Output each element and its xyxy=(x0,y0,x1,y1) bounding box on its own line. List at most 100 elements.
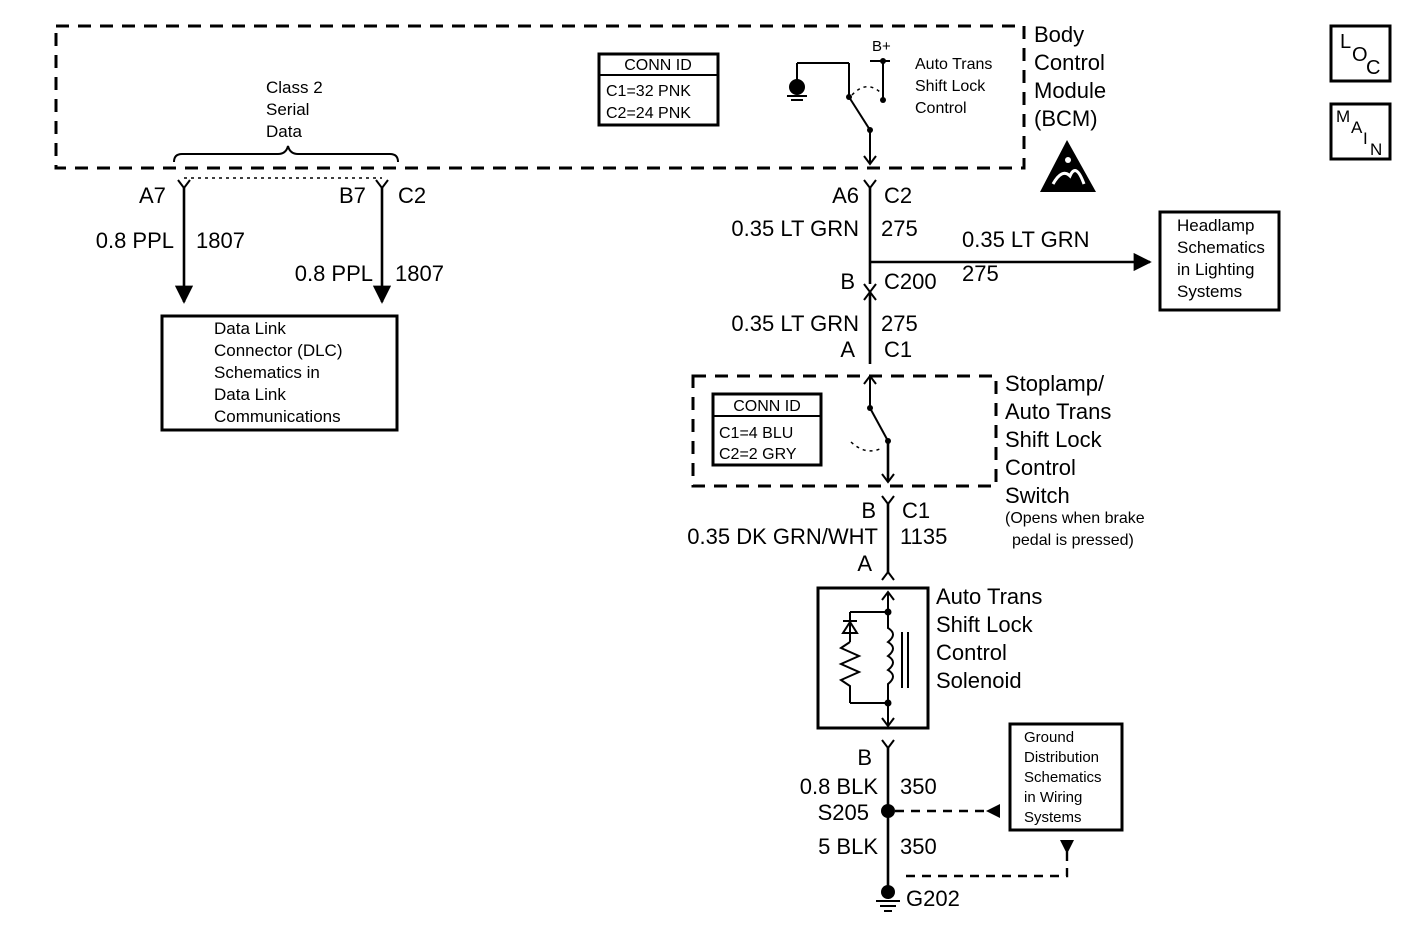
main-letter: N xyxy=(1370,140,1382,159)
solenoid-title-line: Shift Lock xyxy=(936,612,1034,637)
switch-conn-id-box: CONN ID C1=4 BLU C2=2 GRY xyxy=(711,392,823,467)
bcm-title: Body Control Module (BCM) xyxy=(1034,22,1106,131)
wire-circuit-275-branch: 275 xyxy=(962,261,999,286)
stoplamp-switch xyxy=(850,374,895,484)
dlc-line: Connector (DLC) xyxy=(214,341,343,360)
headlamp-reference-box[interactable]: Headlamp Schematics in Lighting Systems xyxy=(1158,210,1281,312)
switch-title-line: Control xyxy=(1005,455,1076,480)
wire-circuit-275-1: 275 xyxy=(881,216,918,241)
wire-color-blk-2: 5 BLK xyxy=(818,834,878,859)
wire-color-dkgrn: 0.35 DK GRN/WHT xyxy=(687,524,878,549)
pin-b-c200: B xyxy=(840,269,855,294)
headlamp-line: Headlamp xyxy=(1177,216,1255,235)
pin-c2-right: C2 xyxy=(884,183,912,208)
switch-title-line: Shift Lock xyxy=(1005,427,1103,452)
ground-g202: G202 xyxy=(906,886,960,911)
loc-button[interactable]: L O C xyxy=(1329,24,1392,83)
solenoid-title-line: Auto Trans xyxy=(936,584,1042,609)
ground-distribution-box[interactable]: Ground Distribution Schematics in Wiring… xyxy=(1008,722,1124,832)
wire-circuit-275-2: 275 xyxy=(881,311,918,336)
wire-circuit-1807-left: 1807 xyxy=(196,228,245,253)
main-button[interactable]: M A I N xyxy=(1329,102,1392,161)
loc-letter: O xyxy=(1352,44,1368,66)
pin-a-solenoid: A xyxy=(857,551,872,576)
main-letter: I xyxy=(1363,129,1368,148)
wire-color-ltgrn-branch: 0.35 LT GRN xyxy=(962,227,1090,252)
splice-s205-dot xyxy=(881,804,895,818)
connector-c200 xyxy=(863,283,877,364)
headlamp-line: Schematics xyxy=(1177,238,1265,257)
loc-letter: L xyxy=(1340,31,1351,53)
wire-275-upper xyxy=(863,179,1152,284)
bcm-shift-lock-circuit: B+ Auto Trans Shift Lock Control xyxy=(787,38,992,166)
pin-b-solenoid: B xyxy=(857,745,872,770)
main-letter: M xyxy=(1336,107,1350,126)
main-letter: A xyxy=(1351,118,1363,137)
wire-1135 xyxy=(881,495,895,581)
ground-dist-line: Systems xyxy=(1024,809,1082,826)
dlc-line: Data Link xyxy=(214,319,286,338)
ground-icon xyxy=(789,79,805,95)
headlamp-line: Systems xyxy=(1177,282,1242,301)
wire-circuit-350-2: 350 xyxy=(900,834,937,859)
shift-lock-label-line: Shift Lock xyxy=(915,78,986,95)
class2-line: Serial xyxy=(266,100,309,119)
bcm-title-line: Control xyxy=(1034,50,1105,75)
switch-title-line: Stoplamp/ xyxy=(1005,371,1105,396)
ground-dist-link xyxy=(906,852,1069,878)
wire-350 xyxy=(881,739,1000,886)
pin-a-c1: A xyxy=(840,337,855,362)
switch-title-line: Auto Trans xyxy=(1005,399,1111,424)
wire-circuit-1135: 1135 xyxy=(900,524,947,549)
solenoid-box xyxy=(816,586,930,730)
pin-c2-left: C2 xyxy=(398,183,426,208)
connector-b7 xyxy=(372,179,392,304)
class2-line: Data xyxy=(266,122,302,141)
esd-warning-icon xyxy=(1040,140,1096,192)
bcm-title-line: Module xyxy=(1034,78,1106,103)
switch-outline xyxy=(691,374,998,488)
conn-id-line: C1=32 PNK xyxy=(606,83,691,100)
wire-color-ppl-left: 0.8 PPL xyxy=(96,228,174,253)
wire-color-ltgrn-2: 0.35 LT GRN xyxy=(731,311,859,336)
class2-serial-data-label: Class 2 Serial Data xyxy=(266,78,323,141)
splice-s205: S205 xyxy=(818,800,869,825)
pin-b-switch: B xyxy=(861,498,876,523)
conn-id-header: CONN ID xyxy=(733,398,801,415)
conn-id-line: C2=2 GRY xyxy=(719,446,797,463)
solenoid-coil-icon xyxy=(838,590,909,728)
conn-id-line: C1=4 BLU xyxy=(719,425,793,442)
connector-c200-label: C200 xyxy=(884,269,937,294)
switch-title: Stoplamp/ Auto Trans Shift Lock Control … xyxy=(1005,371,1145,549)
switch-note-line: pedal is pressed) xyxy=(1012,532,1134,549)
dlc-line: Data Link xyxy=(214,385,286,404)
dlc-line: Communications xyxy=(214,407,341,426)
pin-a6: A6 xyxy=(832,183,859,208)
solenoid-title: Auto Trans Shift Lock Control Solenoid xyxy=(936,584,1042,693)
bcm-title-line: (BCM) xyxy=(1034,106,1098,131)
pin-c1-switch: C1 xyxy=(902,498,930,523)
solenoid-title-line: Solenoid xyxy=(936,668,1022,693)
bplus-label: B+ xyxy=(872,38,891,55)
connector-a7 xyxy=(174,179,194,304)
wire-circuit-1807-right: 1807 xyxy=(395,261,444,286)
loc-letter: C xyxy=(1366,57,1380,79)
dlc-reference-box[interactable]: Data Link Connector (DLC) Schematics in … xyxy=(160,314,399,432)
switch-title-line: Switch xyxy=(1005,483,1070,508)
wire-color-blk-1: 0.8 BLK xyxy=(800,774,879,799)
bcm-title-line: Body xyxy=(1034,22,1084,47)
dlc-line: Schematics in xyxy=(214,363,320,382)
bcm-outline xyxy=(54,24,1026,170)
wire-color-ltgrn-1: 0.35 LT GRN xyxy=(731,216,859,241)
pin-b7: B7 xyxy=(339,183,366,208)
ground-dist-line: Schematics xyxy=(1024,769,1102,786)
pin-a7: A7 xyxy=(139,183,166,208)
wire-color-ppl-right: 0.8 PPL xyxy=(295,261,373,286)
headlamp-line: in Lighting xyxy=(1177,260,1255,279)
class2-line: Class 2 xyxy=(266,78,323,97)
pin-c1-top: C1 xyxy=(884,337,912,362)
ground-dist-line: Distribution xyxy=(1024,749,1099,766)
bcm-conn-id-box: CONN ID C1=32 PNK C2=24 PNK xyxy=(597,52,720,127)
conn-id-header: CONN ID xyxy=(624,57,692,74)
shift-lock-label-line: Control xyxy=(915,100,967,117)
